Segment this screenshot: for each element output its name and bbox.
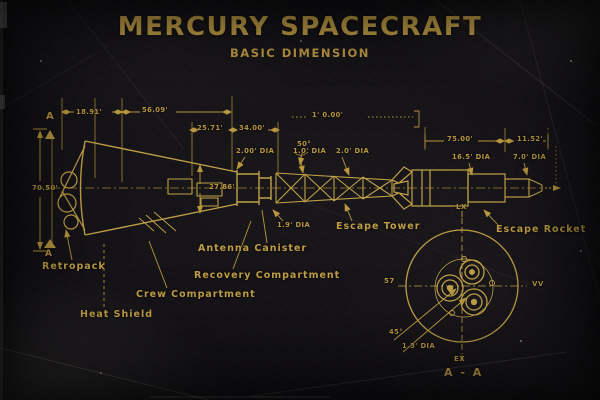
dim-7-0-dia-label: 7.0' DIA: [513, 153, 547, 161]
mark-57-label: 57: [384, 277, 395, 285]
dim-50-deg-label: 50°: [297, 140, 312, 148]
mark-lx-label: LX: [456, 203, 467, 211]
dim-56-09-label: 56.09': [142, 106, 168, 114]
heat-shield-label: Heat Shield: [80, 309, 154, 320]
section-view-circle: [393, 209, 527, 361]
mark-ex-label: EX: [454, 355, 466, 363]
dim-70-50-label: 70.50': [32, 184, 58, 192]
dim-25-71-label: 25.71': [197, 124, 223, 132]
escape-tower-label: Escape Tower: [336, 221, 421, 232]
dim-1-3-dia-label: 1.3' DIA: [402, 342, 436, 350]
recovery-compartment-label: Recovery Compartment: [194, 270, 341, 281]
escape-rocket-drawing: [390, 166, 561, 210]
antenna-canister-label: Antenna Canister: [198, 243, 308, 254]
dim-1-9-dia-label: 1.9' DIA: [277, 221, 311, 229]
escape-tower-truss: [275, 172, 393, 204]
retropack-drawing: [57, 145, 86, 231]
poster-title: MERCURY SPACECRAFT: [117, 12, 483, 42]
dim-2-0-dia-label: 2.0' DIA: [336, 147, 370, 155]
dim-2-00-dia-label: 2.00' DIA: [236, 147, 275, 155]
dim-45-deg-label: 45°: [389, 328, 404, 336]
section-cut-top-label: A: [46, 111, 55, 122]
retropack-label: Retropack: [42, 261, 106, 272]
poster-subtitle: BASIC DIMENSION: [230, 46, 370, 60]
capsule-outline: [79, 140, 272, 236]
dim-34-00-label: 34.00': [239, 124, 265, 132]
dimension-lines: [33, 96, 557, 307]
dim-75-00-label: 75.00': [447, 135, 473, 143]
crew-compartment-label: Crew Compartment: [136, 289, 256, 300]
dim-16-5-dia-label: 16.5' DIA: [452, 153, 491, 161]
dim-18-91-label: 18.91': [76, 108, 102, 116]
section-title: A - A: [444, 366, 484, 379]
dim-1-0-00-label: 1' 0.00': [312, 111, 344, 119]
escape-rocket-label: Escape Rocket: [496, 224, 587, 235]
mark-vv-label: VV: [532, 280, 544, 288]
dim-1-0-dia-label: 1.0' DIA: [293, 147, 327, 155]
section-cut-bottom-label: A: [45, 249, 53, 259]
dim-27-86-label: 27.86': [209, 183, 235, 191]
poster-header: MERCURY SPACECRAFT BASIC DIMENSION: [0, 12, 600, 60]
dimension-arrowheads: [37, 109, 514, 250]
dim-11-52-label: 11.52': [517, 135, 543, 143]
